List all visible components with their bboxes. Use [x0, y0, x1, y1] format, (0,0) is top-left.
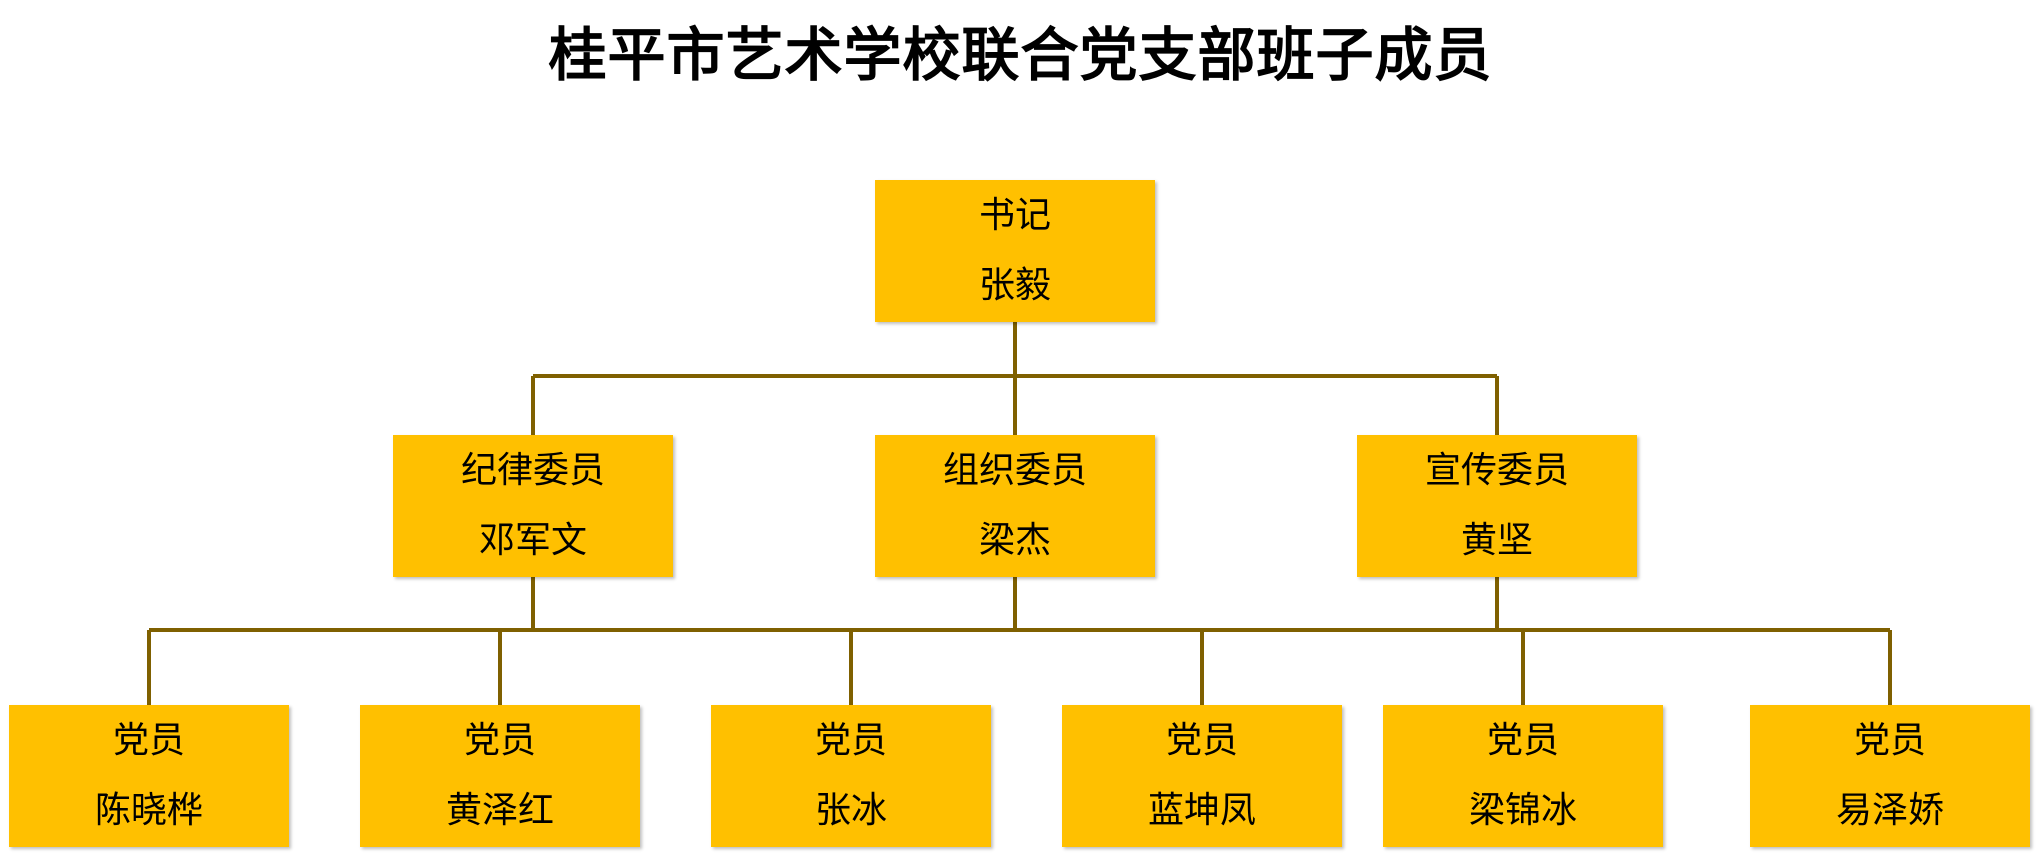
node-name: 陈晓桦 — [94, 790, 203, 831]
node-role: 书记 — [978, 195, 1051, 236]
node-name: 梁锦冰 — [1468, 790, 1577, 831]
node-party-member-1: 党员 陈晓桦 — [9, 705, 289, 847]
node-name: 黄泽红 — [445, 790, 554, 831]
node-name: 梁杰 — [978, 520, 1051, 561]
node-role: 组织委员 — [942, 450, 1087, 491]
node-role: 党员 — [463, 720, 536, 761]
node-role: 党员 — [814, 720, 887, 761]
node-role: 宣传委员 — [1424, 450, 1569, 491]
node-role: 纪律委员 — [460, 450, 605, 491]
node-role: 党员 — [1853, 720, 1926, 761]
node-role: 党员 — [112, 720, 185, 761]
node-publicity-member: 宣传委员 黄坚 — [1357, 435, 1637, 577]
node-party-member-3: 党员 张冰 — [711, 705, 991, 847]
node-name: 易泽娇 — [1835, 790, 1944, 831]
node-name: 黄坚 — [1460, 520, 1533, 561]
chart-title: 桂平市艺术学校联合党支部班子成员 — [548, 21, 1493, 89]
node-party-member-4: 党员 蓝坤凤 — [1062, 705, 1342, 847]
node-party-member-5: 党员 梁锦冰 — [1383, 705, 1663, 847]
node-party-member-2: 党员 黄泽红 — [360, 705, 640, 847]
node-secretary: 书记 张毅 — [875, 180, 1155, 322]
node-role: 党员 — [1165, 720, 1238, 761]
node-organization-member: 组织委员 梁杰 — [875, 435, 1155, 577]
node-discipline-member: 纪律委员 邓军文 — [393, 435, 673, 577]
node-name: 邓军文 — [478, 520, 587, 561]
node-name: 张毅 — [978, 265, 1051, 306]
node-name: 蓝坤凤 — [1147, 790, 1256, 831]
node-role: 党员 — [1486, 720, 1559, 761]
node-name: 张冰 — [814, 790, 887, 831]
node-party-member-6: 党员 易泽娇 — [1750, 705, 2030, 847]
